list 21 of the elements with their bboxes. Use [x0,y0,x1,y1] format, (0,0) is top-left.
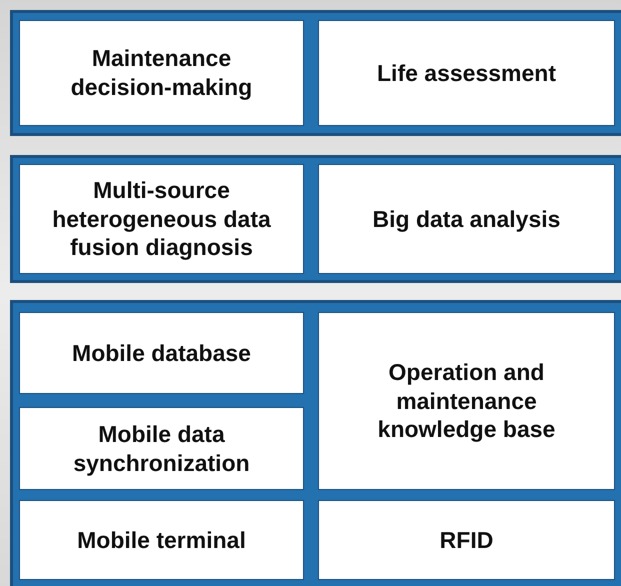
module-box [19,500,304,580]
module-label: Multi-source heterogeneous data fusion diagnosis [51,176,272,262]
module-label: Operation and maintenance knowledge base [376,358,556,444]
module-box [19,312,304,394]
module-label: Mobile database [72,338,251,368]
module-label: Mobile data synchronization [72,420,251,478]
layer-band [10,10,621,136]
module-box [318,20,615,126]
layer-band [10,300,621,586]
module-box [19,407,304,490]
module-label: RFID [440,526,494,554]
module-label: Maintenance decision-making [70,44,254,102]
module-box [19,20,304,126]
module-box [318,500,615,580]
layer-band [10,155,621,283]
module-box [19,164,304,274]
module-box [318,312,615,490]
module-label: Mobile terminal [77,526,246,554]
module-box [318,164,615,274]
module-label: Big data analysis [372,204,560,234]
module-label: Life assessment [377,58,556,88]
